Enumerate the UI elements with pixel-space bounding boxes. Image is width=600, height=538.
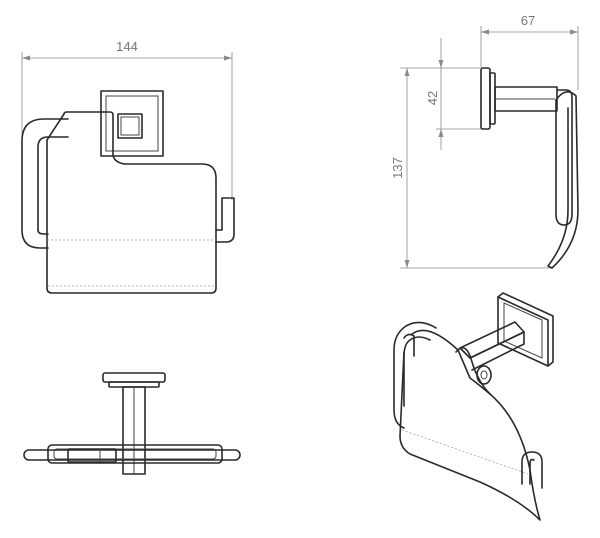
isometric-view (393, 292, 554, 521)
dim-plate-label: 42 (425, 91, 440, 105)
dim-depth-label: 67 (521, 13, 535, 28)
side-view: 67 137 42 (390, 13, 579, 269)
front-view: 144 (21, 39, 235, 294)
dim-width-label: 144 (116, 39, 138, 54)
top-view (23, 372, 241, 475)
dim-height-label: 137 (390, 157, 405, 179)
